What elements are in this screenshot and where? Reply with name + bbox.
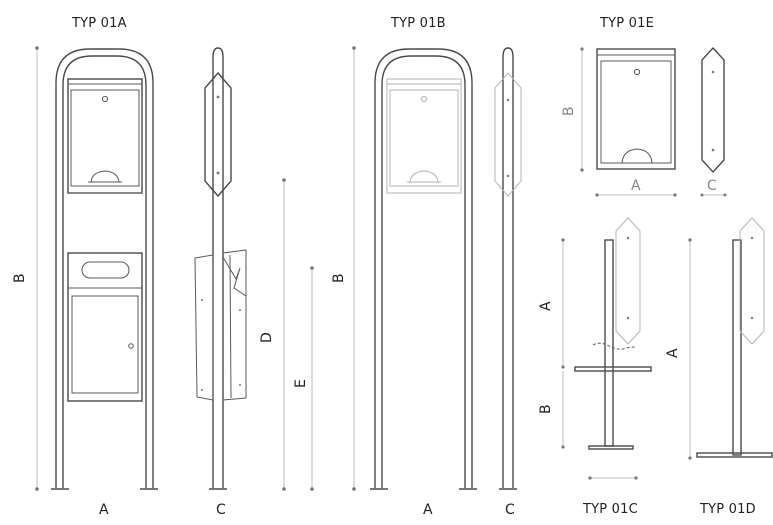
typ-01b-dimension-b: B xyxy=(331,46,356,491)
typ-01a-dimension-d: D xyxy=(259,178,286,491)
title-typ-01e: TYP 01E xyxy=(599,16,654,31)
typ-01a-label-c: C xyxy=(216,502,226,518)
typ-01c-label-a: A xyxy=(538,301,554,311)
typ-01e-label-c: C xyxy=(707,178,717,194)
typ-01e-dimension-b: B xyxy=(561,47,584,172)
typ-01a-side-view xyxy=(194,47,247,490)
typ-01c-base-dimension xyxy=(588,476,638,480)
typ-01b-front-view xyxy=(370,48,477,490)
typ-01c-side-view xyxy=(574,217,652,450)
title-typ-01b: TYP 01B xyxy=(390,16,446,31)
typ-01a-dimension-e: E xyxy=(293,266,314,491)
typ-01c-dimension-b: B xyxy=(538,371,565,449)
typ-01b-label-a: A xyxy=(423,502,433,518)
typ-01e-dimension-a: A xyxy=(595,178,677,197)
typ-01c-label-b: B xyxy=(538,404,554,414)
typ-01a-label-e: E xyxy=(293,379,309,388)
typ-01e-front-view xyxy=(596,48,676,170)
typ-01e-side-view xyxy=(701,46,725,174)
typ-01e-label-a: A xyxy=(631,178,641,194)
typ-01b-label-b: B xyxy=(331,273,347,283)
typ-01a-label-a: A xyxy=(99,502,109,518)
title-typ-01c: TYP 01C xyxy=(582,502,638,517)
typ-01a-label-d: D xyxy=(259,332,275,343)
typ-01c-dimension-a: A xyxy=(538,238,565,369)
typ-01d-dimension-a: A xyxy=(665,238,692,460)
typ-01a-label-b: B xyxy=(12,273,28,283)
typ-01e-dimension-c: C xyxy=(700,178,727,197)
typ-01b-label-c: C xyxy=(505,502,515,518)
typ-01b-side-view xyxy=(494,47,522,490)
typ-01a-front-view xyxy=(51,48,158,490)
typ-01d-side-view xyxy=(696,217,773,458)
typ-01a-dimension-b: B xyxy=(12,46,39,491)
typ-01e-label-b: B xyxy=(561,106,577,116)
title-typ-01a: TYP 01A xyxy=(71,16,127,31)
typ-01d-label-a: A xyxy=(665,348,681,358)
title-typ-01d: TYP 01D xyxy=(699,502,756,517)
